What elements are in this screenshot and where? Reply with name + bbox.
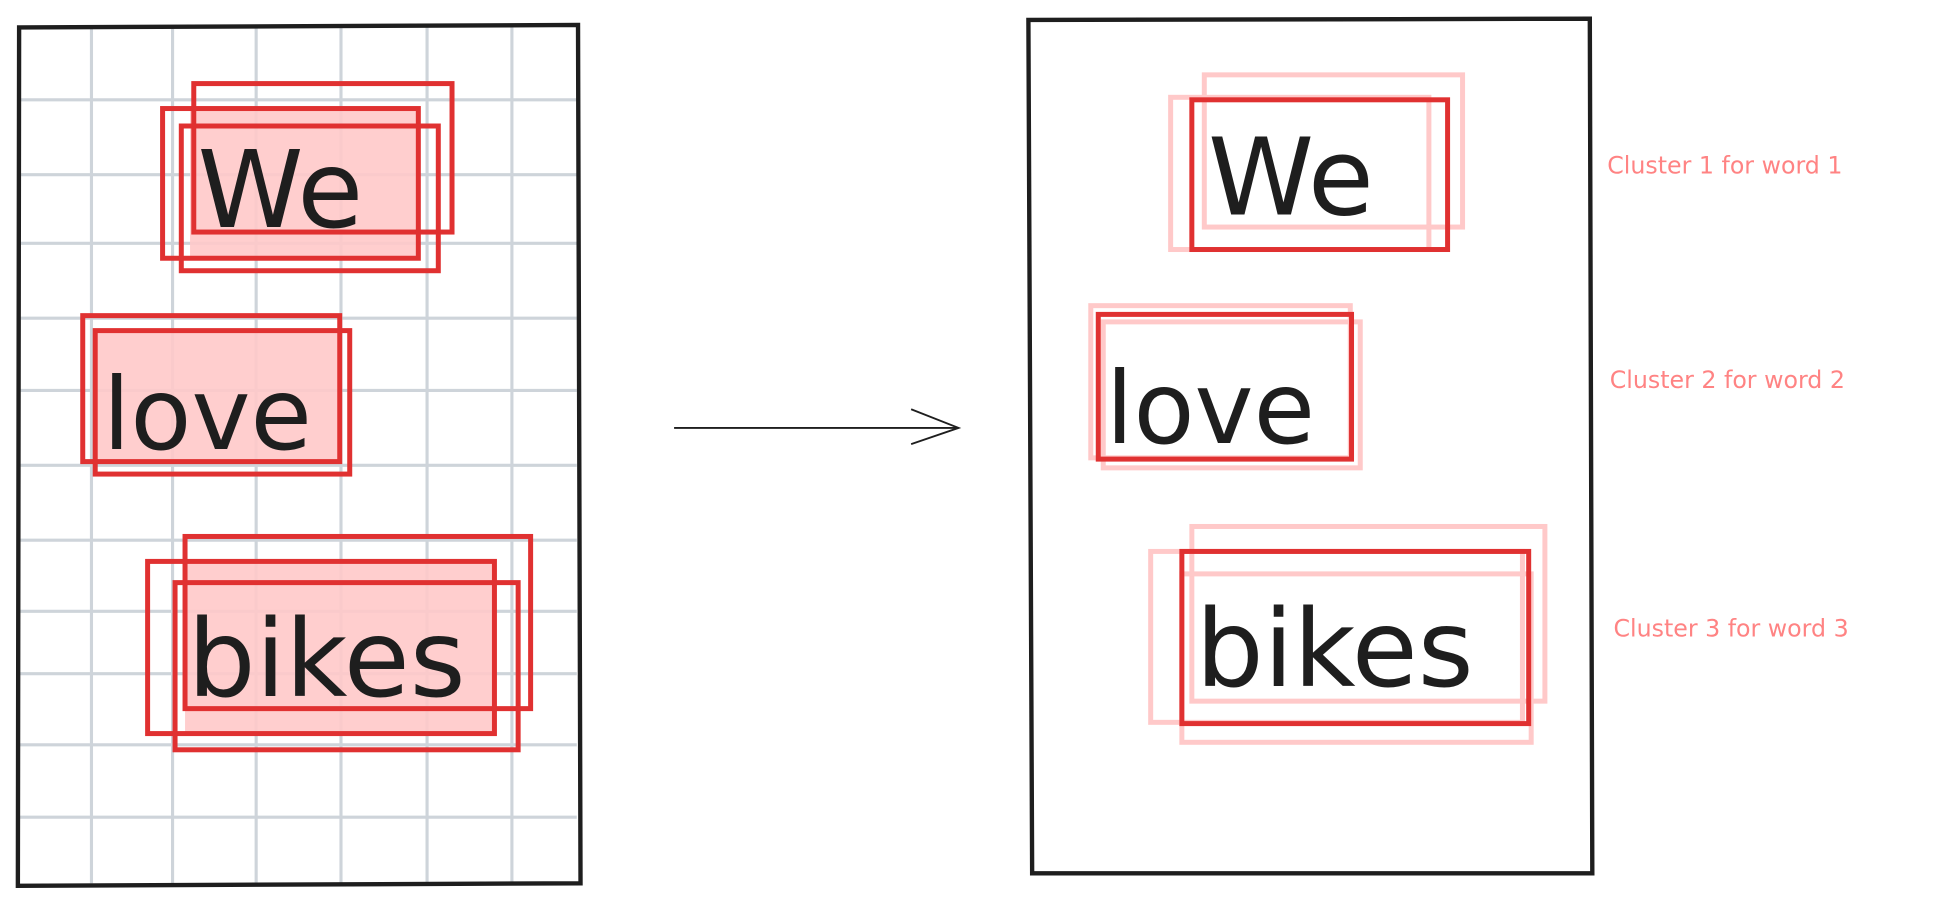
cluster-3-label: Cluster 3 for word 3	[1614, 614, 1849, 642]
word-love-left: love	[103, 356, 312, 473]
bikes-box-3	[172, 580, 521, 753]
word-we-left: We	[198, 128, 364, 253]
we-box-2	[160, 106, 421, 261]
we-box-3	[178, 123, 441, 274]
left-panel-boxes	[80, 81, 534, 753]
right-frame	[1026, 16, 1595, 876]
love-box-1	[80, 313, 343, 465]
left-box-fills	[95, 108, 495, 734]
cluster-2-box	[1095, 311, 1355, 462]
left-frame	[15, 22, 583, 888]
right-cluster-boxes	[1095, 97, 1532, 727]
cluster-1-label: Cluster 1 for word 1	[1607, 151, 1842, 179]
cluster-1-box	[1189, 97, 1451, 253]
cluster-2-label: Cluster 2 for word 2	[1610, 366, 1845, 394]
word-bikes-left: bikes	[188, 597, 466, 722]
arrow	[674, 408, 962, 446]
love-box-2	[92, 328, 353, 477]
we-box-1	[191, 81, 455, 235]
bikes-box-1	[182, 533, 534, 712]
word-we-right: We	[1208, 116, 1374, 241]
word-love-right: love	[1106, 350, 1315, 467]
word-bikes-right: bikes	[1196, 587, 1474, 712]
bikes-box-2	[145, 558, 497, 737]
cluster-3-box	[1179, 548, 1532, 727]
